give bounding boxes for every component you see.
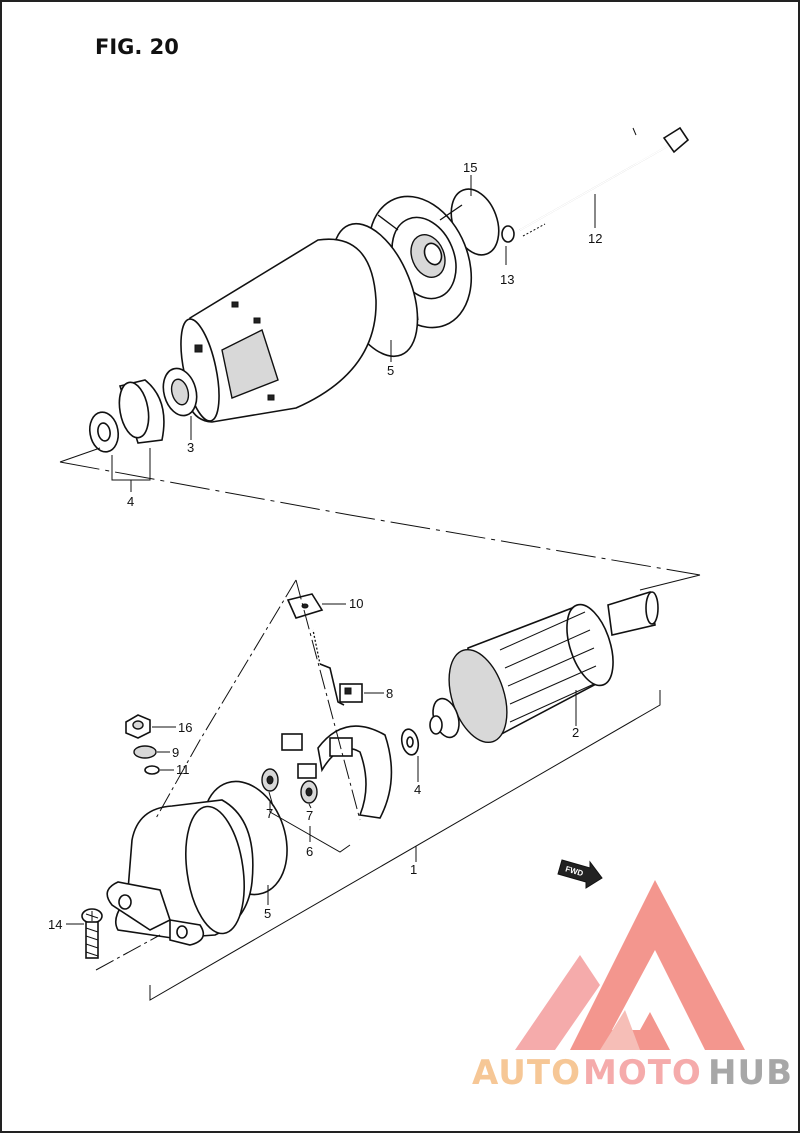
callout-7b: 7 — [306, 808, 313, 823]
fwd-arrow-icon: FWD — [557, 859, 603, 889]
bottom-leaders — [66, 579, 661, 1001]
callout-6: 6 — [306, 844, 313, 859]
callout-16: 16 — [178, 720, 192, 735]
callout-7a: 7 — [266, 806, 273, 821]
shim-4-mid — [400, 728, 420, 756]
figure-title: FIG. 20 — [95, 35, 179, 59]
callout-5-top: 5 — [387, 363, 394, 378]
yoke-housing — [180, 238, 377, 423]
callout-12: 12 — [588, 231, 602, 246]
callout-9: 9 — [172, 745, 179, 760]
watermark-auto: AUTO — [472, 1053, 581, 1093]
watermark-moto: MOTO — [583, 1053, 702, 1093]
callout-15: 15 — [463, 160, 477, 175]
washer-9 — [133, 745, 157, 759]
callout-2: 2 — [572, 725, 579, 740]
washer-13 — [501, 225, 515, 243]
shims-4-top — [88, 379, 165, 453]
callout-5-bottom: 5 — [264, 906, 271, 921]
front-bracket — [106, 799, 254, 946]
washer-11 — [144, 765, 160, 775]
oil-seal-3 — [162, 367, 198, 417]
callout-numbers: 15 13 12 5 3 4 10 8 16 9 11 2 4 7 7 6 1 … — [48, 160, 602, 932]
callout-3: 3 — [187, 440, 194, 455]
automotohub-logo: AUTO MOTO HUB — [472, 880, 793, 1093]
brush-holder-plate — [261, 725, 393, 819]
top-leaders — [59, 175, 701, 591]
nut-16 — [125, 714, 151, 739]
callout-4-mid: 4 — [414, 782, 421, 797]
bolt-14 — [81, 908, 103, 959]
watermark-hub: HUB — [708, 1053, 793, 1093]
callout-4-top: 4 — [127, 494, 134, 509]
callout-10: 10 — [349, 596, 363, 611]
callout-11: 11 — [176, 762, 190, 777]
callout-8: 8 — [386, 686, 393, 701]
armature — [429, 590, 659, 744]
callout-14: 14 — [48, 917, 62, 932]
terminal-bolt — [286, 593, 363, 706]
callout-13: 13 — [500, 272, 514, 287]
through-bolt — [519, 126, 690, 237]
callout-1: 1 — [410, 862, 417, 877]
